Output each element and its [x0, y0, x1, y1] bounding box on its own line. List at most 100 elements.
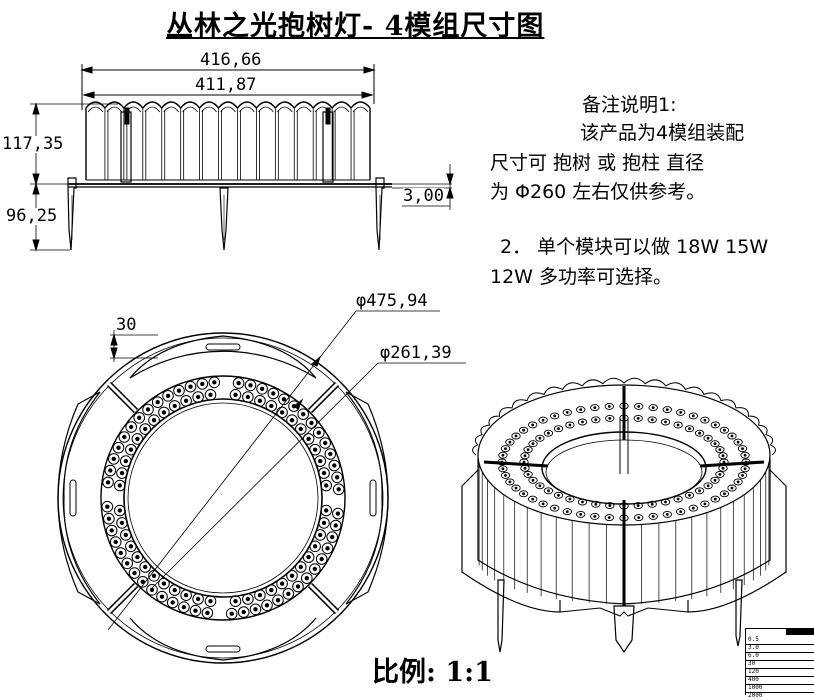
- table-row: 2000: [748, 692, 763, 699]
- led-emitter: [265, 400, 278, 412]
- led-emitter: [320, 479, 333, 492]
- page-title: 丛林之光抱树灯- 4模组尺寸图: [166, 11, 545, 42]
- led-emitter: [302, 551, 315, 563]
- led-emitter: [242, 593, 254, 605]
- led-emitter: [105, 524, 118, 537]
- led-emitter: [158, 406, 170, 419]
- table-row: 30: [746, 660, 814, 669]
- led-emitter: [324, 448, 337, 460]
- led-emitter: [196, 378, 209, 390]
- led-emitter: [286, 414, 298, 427]
- overall-width-label: 416,66: [200, 50, 262, 70]
- led-emitter: [104, 464, 117, 477]
- led-emitter: [314, 529, 327, 541]
- led-emitter: [116, 467, 128, 479]
- led-emitter: [315, 553, 328, 565]
- led-emitter: [286, 570, 298, 582]
- tolerance-table-header-bar: [786, 629, 814, 635]
- led-emitter: [204, 389, 217, 401]
- led-emitter: [332, 483, 345, 496]
- led-emitter: [189, 604, 202, 617]
- led-emitter: [121, 557, 133, 570]
- led-emitter: [321, 542, 334, 555]
- led-emitter: [201, 607, 214, 619]
- led-emitter: [272, 594, 284, 607]
- led-emitter: [332, 507, 344, 520]
- led-emitter: [309, 563, 321, 575]
- led-emitter: [301, 572, 313, 585]
- led-emitter: [309, 540, 321, 553]
- led-emitter: [108, 453, 120, 465]
- led-emitter: [225, 607, 238, 620]
- led-emitter: [131, 551, 144, 563]
- notes-line-1: 该产品为4模组装配: [580, 122, 745, 144]
- led-emitter: [302, 433, 315, 445]
- led-emitter: [133, 412, 145, 424]
- notes-line-2: 尺寸可 抱树 或 抱柱 直径: [490, 152, 705, 174]
- led-emitter: [276, 406, 288, 419]
- led-emitter: [173, 384, 185, 397]
- led-emitter: [151, 396, 164, 409]
- led-emitter: [146, 584, 158, 596]
- led-emitter: [120, 455, 132, 467]
- led-emitter: [125, 443, 137, 456]
- height-label: 117,35: [2, 134, 64, 154]
- table-row: 400: [746, 676, 814, 685]
- table-row: 1000: [746, 684, 814, 693]
- led-emitter: [267, 387, 280, 400]
- led-emitter: [114, 479, 126, 492]
- led-emitter: [244, 379, 257, 392]
- outer-diameter-label: φ475,94: [356, 291, 428, 311]
- led-emitter: [249, 603, 262, 616]
- led-emitter: [109, 536, 122, 548]
- table-row: 3.0: [746, 644, 814, 653]
- led-emitter: [180, 589, 192, 602]
- led-emitter: [192, 391, 204, 403]
- table-row: 0.5: [746, 636, 814, 645]
- led-emitter: [139, 423, 151, 435]
- led-emitter: [232, 377, 245, 389]
- led-emitter: [112, 441, 125, 454]
- led-emitter: [292, 580, 304, 593]
- led-emitter: [326, 531, 339, 543]
- led-emitter: [256, 383, 268, 395]
- base-thickness-label: 3,00: [403, 186, 444, 206]
- led-emitter: [184, 380, 197, 393]
- led-emitter: [120, 529, 132, 541]
- led-emitter: [309, 443, 321, 456]
- led-emitter: [288, 400, 300, 413]
- led-emitter: [313, 426, 325, 439]
- led-emitter: [180, 395, 192, 407]
- led-emitter: [103, 512, 115, 525]
- led-emitter: [114, 504, 126, 517]
- led-emitter: [148, 414, 160, 427]
- led-emitter: [319, 437, 332, 449]
- notes-line-4: 2． 单个模块可以做 18W 15W: [500, 236, 769, 258]
- led-emitter: [128, 567, 141, 579]
- led-emitter: [261, 599, 273, 612]
- table-row: 6.0: [746, 652, 814, 661]
- led-emitter: [305, 417, 318, 429]
- inner-diameter-label: φ261,39: [380, 343, 452, 363]
- side-view: [30, 64, 454, 252]
- led-emitter: [282, 588, 295, 600]
- table-row: 120: [746, 668, 814, 677]
- led-emitter: [148, 570, 160, 582]
- inner-width-label: 411,87: [195, 75, 257, 95]
- notes-line-3: 为 Φ260 左右仅供参考。: [490, 181, 706, 203]
- led-emitter: [276, 577, 288, 590]
- led-emitter: [204, 595, 217, 608]
- led-emitter: [116, 517, 128, 529]
- led-emitter: [178, 601, 190, 614]
- led-emitter: [331, 471, 343, 484]
- led-emitter: [156, 590, 168, 603]
- led-emitter: [139, 561, 151, 573]
- led-emitter: [208, 376, 221, 389]
- scale-label: 比例: 1:1: [372, 657, 493, 688]
- stake-length-label: 96,25: [6, 206, 58, 226]
- led-emitter: [115, 547, 127, 559]
- top-view: [57, 310, 466, 664]
- led-emitter: [118, 431, 131, 443]
- offset-label: 30: [116, 315, 137, 335]
